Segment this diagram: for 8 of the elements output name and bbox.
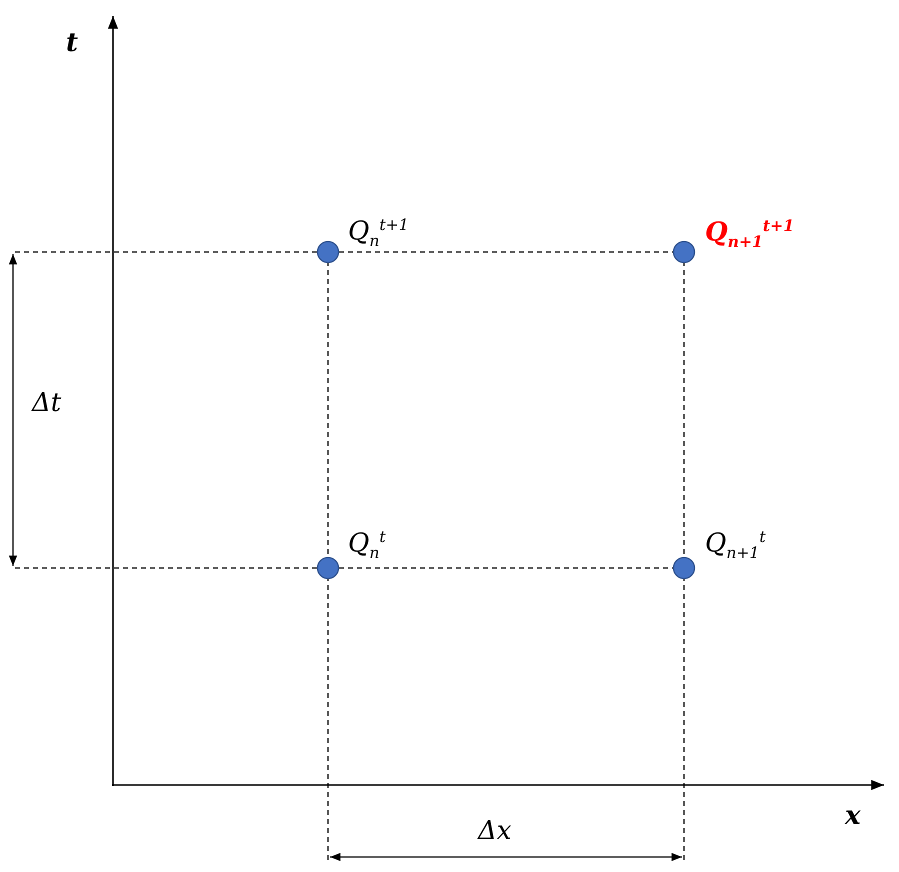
grid-point bbox=[672, 556, 696, 580]
dimension-label: Δx bbox=[478, 818, 512, 844]
grid-point bbox=[672, 240, 696, 264]
dimension-label: Δt bbox=[32, 390, 62, 416]
axis-label: t bbox=[66, 30, 78, 56]
axis-label: x bbox=[845, 803, 861, 829]
grid-point bbox=[316, 240, 340, 264]
grid-point bbox=[316, 556, 340, 580]
